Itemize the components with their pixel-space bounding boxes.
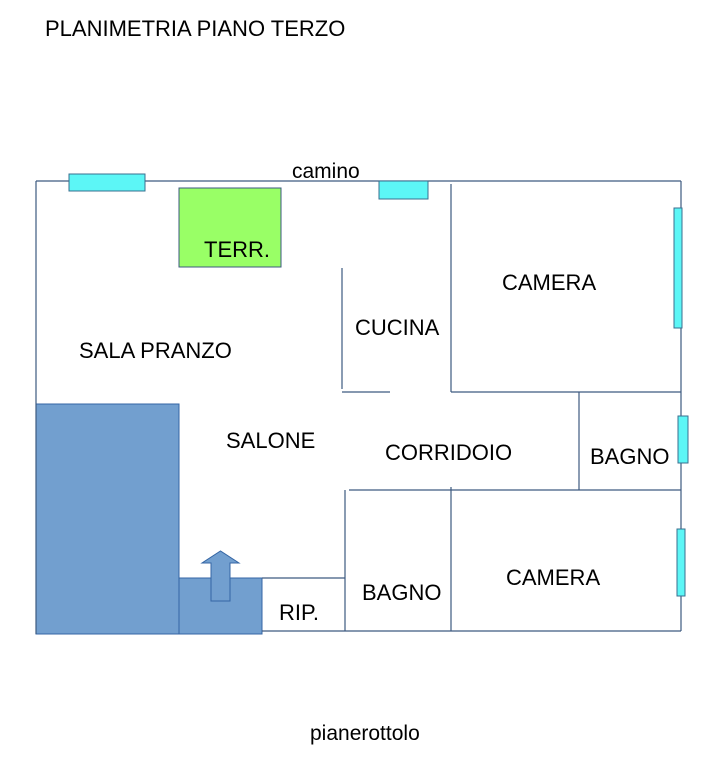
label-bagno-bottom: BAGNO: [362, 580, 441, 605]
window-camera-top: [673, 207, 683, 329]
label-camera-top: CAMERA: [502, 270, 596, 295]
label-pianerottolo: pianerottolo: [310, 722, 420, 745]
windows: [68, 173, 689, 597]
label-ripostiglio: RIP.: [279, 600, 319, 625]
plan-title: PLANIMETRIA PIANO TERZO: [45, 16, 345, 41]
stair-block-large: [35, 403, 180, 635]
window-bagno-right: [677, 415, 689, 464]
entrance-arrow-icon: [200, 550, 241, 602]
terrace-area: [178, 187, 282, 268]
window-camera-bottom: [676, 528, 686, 597]
label-terrazzo: TERR.: [204, 237, 270, 262]
label-corridoio: CORRIDOIO: [385, 440, 512, 465]
label-camera-bottom: CAMERA: [506, 565, 600, 590]
window-top-left: [68, 173, 146, 192]
label-salone: SALONE: [226, 428, 315, 453]
label-camino: camino: [292, 160, 360, 183]
label-sala-pranzo: SALA PRANZO: [79, 338, 232, 363]
window-camino: [378, 180, 429, 200]
label-cucina: CUCINA: [355, 315, 440, 340]
label-bagno-right: BAGNO: [590, 444, 669, 469]
